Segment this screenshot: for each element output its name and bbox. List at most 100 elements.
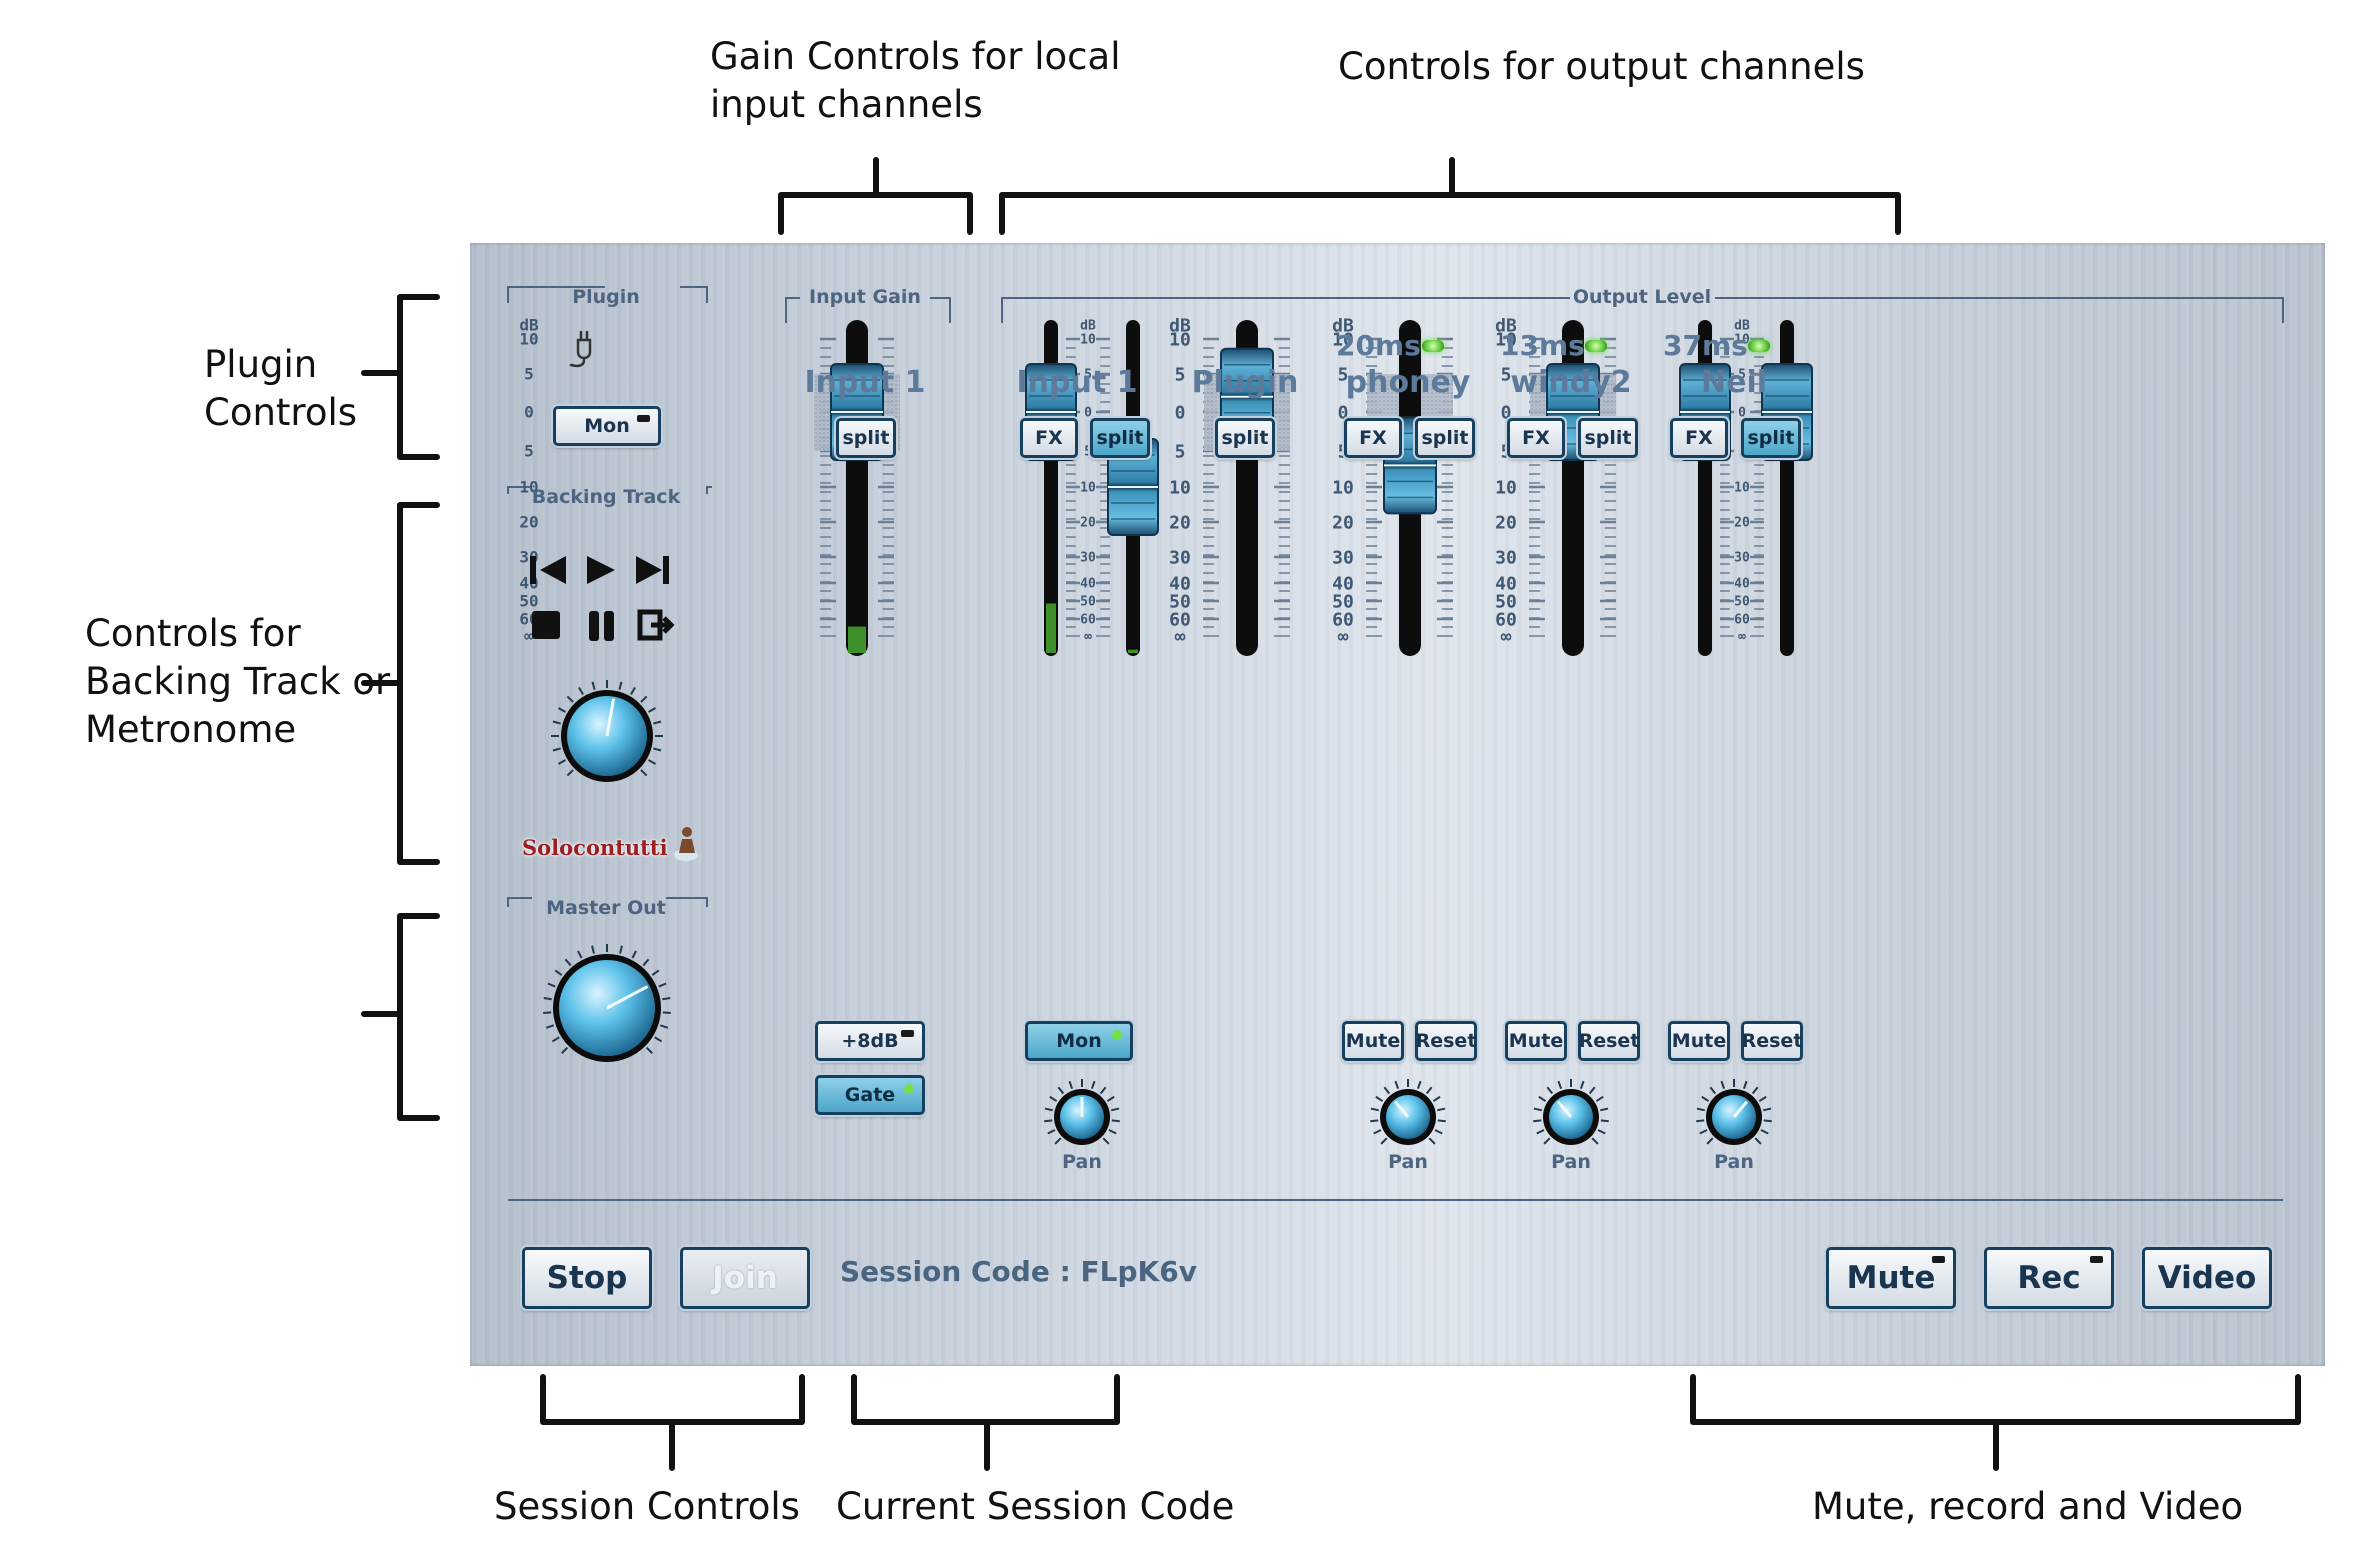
annotation-gain-line1: Gain Controls for local	[710, 35, 1121, 78]
windy2-mute-button[interactable]: Mute	[1505, 1021, 1567, 1061]
scale-label: 10	[1332, 329, 1354, 350]
faders	[814, 320, 1813, 656]
backing-volume-knob[interactable]	[551, 680, 663, 782]
phoney-ping: 20ms	[1336, 329, 1421, 362]
gain-boost-button[interactable]: +8dB	[815, 1021, 925, 1061]
gain-input1-split-button[interactable]: split	[836, 418, 896, 458]
rec-button[interactable]: Rec	[1984, 1247, 2114, 1309]
scale-label: 0	[524, 403, 534, 422]
scale-label: 10	[1734, 333, 1750, 348]
mute-button[interactable]: Mute	[1826, 1247, 1956, 1309]
out-input1-split-button[interactable]: split	[1090, 418, 1150, 458]
scale-label: 40	[1495, 573, 1517, 594]
scale-label: 5	[1175, 441, 1186, 462]
scale-label: 50	[1495, 591, 1517, 612]
logo-figure	[674, 827, 698, 861]
scale-label: 60	[1080, 613, 1096, 628]
scale-label: 0	[1175, 402, 1186, 423]
scale-label: ∞	[1501, 626, 1512, 647]
scale-label: 0	[1338, 402, 1349, 423]
out-plugin-split-button[interactable]: split	[1215, 418, 1275, 458]
out-input1-pan-knob[interactable]	[1044, 1079, 1120, 1145]
scale-label: 40	[1332, 573, 1354, 594]
scale-label: dB	[1495, 315, 1517, 336]
windy2-pan-label: Pan	[1551, 1151, 1591, 1173]
skip-back-icon[interactable]	[530, 556, 566, 584]
scale-label: 40	[1169, 573, 1191, 594]
play-icon[interactable]	[587, 556, 615, 584]
scale-label: 20	[1495, 512, 1517, 533]
scale-label: 50	[1169, 591, 1191, 612]
scale-label: 20	[1080, 516, 1096, 531]
out-input1-meter	[1046, 603, 1056, 653]
windy2-split-button[interactable]: split	[1578, 418, 1638, 458]
skip-forward-icon[interactable]	[636, 556, 669, 584]
transport-controls	[530, 556, 675, 641]
knobs	[543, 680, 1772, 1145]
scale-label: ∞	[524, 627, 534, 646]
neil-status-led	[1748, 340, 1770, 352]
neil-reset-button[interactable]: Reset	[1741, 1021, 1803, 1061]
scale-label: 5	[1175, 364, 1186, 385]
scale-label: dB	[1734, 319, 1750, 334]
master-out-label: Master Out	[546, 897, 666, 919]
master-out-knob[interactable]	[543, 944, 671, 1062]
plugin-mon-button[interactable]: Mon	[553, 406, 661, 446]
phoney-fx-button[interactable]: FX	[1344, 418, 1402, 458]
stop-button[interactable]: Stop	[522, 1247, 652, 1309]
scale-label: 5	[1738, 368, 1746, 383]
windy2-status-led	[1585, 340, 1607, 352]
phoney-pan-knob[interactable]	[1370, 1079, 1446, 1145]
out-input1-fx-button[interactable]: FX	[1020, 418, 1078, 458]
scale-label: ∞	[1738, 630, 1746, 645]
neil-pan-knob[interactable]	[1696, 1079, 1772, 1145]
windy2-fx-button[interactable]: FX	[1507, 418, 1565, 458]
scale-label: ∞	[1175, 626, 1186, 647]
session-code: Session Code : FLpK6v	[840, 1255, 1197, 1288]
scale-label: 20	[1169, 512, 1191, 533]
neil-split-button[interactable]: split	[1741, 418, 1801, 458]
scale-label: 30	[1495, 547, 1517, 568]
neil-fx-button[interactable]: FX	[1670, 418, 1728, 458]
phoney-mute-button[interactable]: Mute	[1342, 1021, 1404, 1061]
join-button[interactable]: Join	[680, 1247, 810, 1309]
out-input1-pan-label: Pan	[1062, 1151, 1102, 1173]
video-button[interactable]: Video	[2142, 1247, 2272, 1309]
scale-label: 5	[1501, 364, 1512, 385]
annotation-session-code: Current Session Code	[836, 1485, 1235, 1528]
pause-icon[interactable]	[589, 611, 614, 641]
out-plugin-name: Plugin	[1191, 365, 1299, 400]
annotation-output: Controls for output channels	[1338, 45, 1865, 88]
scale-label: 10	[519, 478, 538, 497]
scale-label: 0	[1738, 406, 1746, 421]
scale-label: 10	[519, 330, 538, 349]
gate-button[interactable]: Gate	[815, 1075, 925, 1115]
export-icon[interactable]	[637, 609, 675, 641]
bracket-gain	[778, 157, 973, 235]
out-input1-mon-button[interactable]: Mon	[1025, 1021, 1133, 1061]
phoney-reset-button[interactable]: Reset	[1415, 1021, 1477, 1061]
phoney-status-led	[1422, 340, 1444, 352]
phoney-pan-label: Pan	[1388, 1151, 1428, 1173]
output-level-label: Output Level	[1572, 286, 1712, 308]
windy2-reset-button[interactable]: Reset	[1578, 1021, 1640, 1061]
scale-label: ∞	[1338, 626, 1349, 647]
stop-icon[interactable]	[532, 611, 560, 639]
scale-label: 40	[1734, 577, 1750, 592]
windy2-pan-knob[interactable]	[1533, 1079, 1609, 1145]
phoney-split-button[interactable]: split	[1415, 418, 1475, 458]
out-input1-fader2-knob[interactable]	[1107, 438, 1159, 536]
bracket-session-code	[851, 1374, 1120, 1471]
scale-label: 0	[1084, 406, 1092, 421]
annotation-backing-line3: Metronome	[85, 708, 297, 751]
windy2-ping: 13ms	[1500, 329, 1585, 362]
scale-label: 10	[1495, 477, 1517, 498]
bracket-backing	[361, 502, 440, 865]
neil-mute-button[interactable]: Mute	[1668, 1021, 1730, 1061]
bracket-output	[999, 157, 1901, 235]
